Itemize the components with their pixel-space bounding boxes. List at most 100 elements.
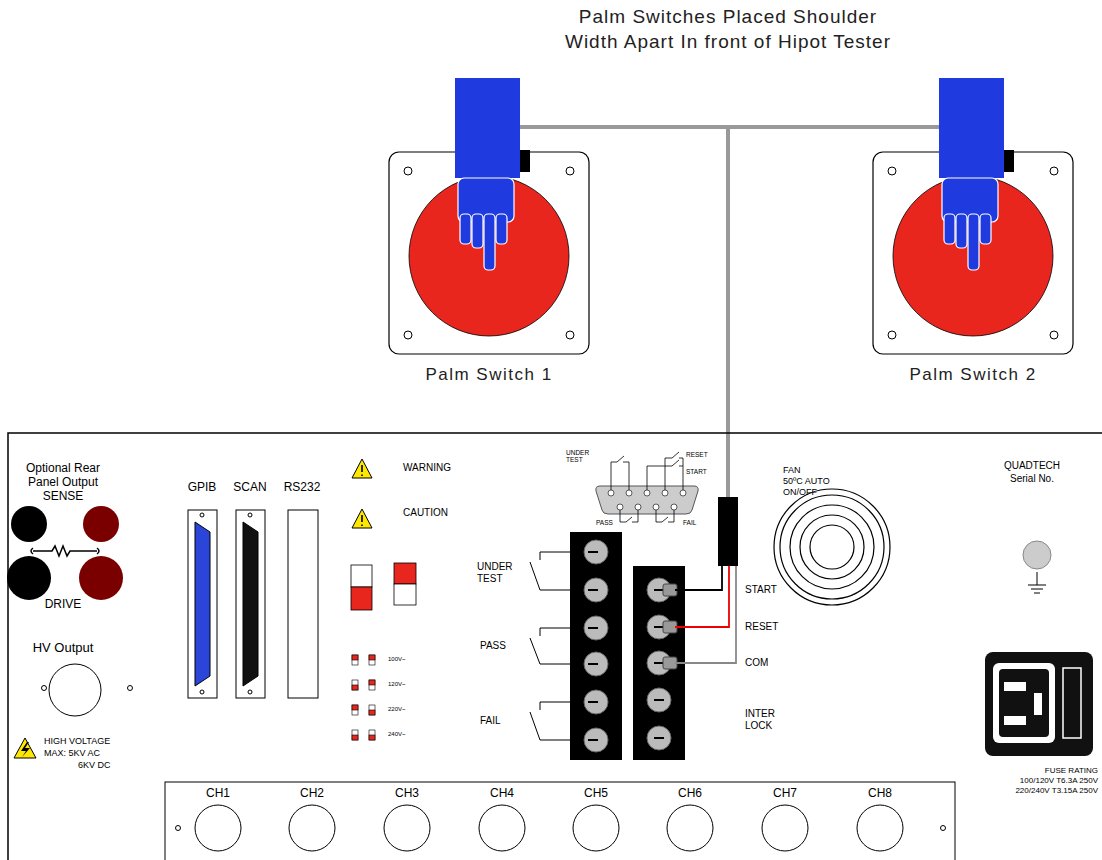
panel-label: FUSE RATING: [1045, 766, 1098, 775]
voltage-selector-switch: [351, 563, 416, 610]
fan-guard: [774, 489, 890, 605]
rs232-connector: [288, 510, 318, 698]
mounting-hole: [888, 331, 896, 339]
panel-outline: [8, 433, 1102, 860]
gpib-connector: [188, 510, 217, 698]
fan-guard: [800, 515, 864, 579]
panel-label: Optional Rear Panel Output: [18, 462, 108, 490]
terminal-label: START: [745, 584, 777, 596]
palm-button: [409, 176, 569, 336]
db9-connector: [653, 504, 659, 510]
hand: [980, 214, 991, 244]
db9-connector: [635, 504, 641, 510]
channel-strip: [165, 782, 955, 860]
switch-plate: [389, 152, 589, 354]
scan-connector: [236, 510, 265, 698]
db9-connector: [611, 452, 683, 522]
warning-symbol: [361, 515, 363, 526]
panel-label: CH3: [395, 787, 419, 801]
panel-label: CH8: [868, 787, 892, 801]
sense-drive-terminals: [79, 556, 123, 600]
wire: [675, 566, 722, 590]
panel-label: UNDER TEST: [566, 449, 596, 464]
panel-label: 240V~: [388, 731, 406, 738]
hand: [956, 214, 967, 248]
relay-contact-symbols: [530, 702, 570, 740]
dip-switches: [369, 680, 375, 685]
sense-drive-terminals: [7, 506, 123, 600]
dip-switches: [352, 685, 358, 690]
dip-switches: [369, 730, 375, 740]
node-shape: [872, 78, 1074, 356]
panel-label: 100V~: [388, 656, 406, 663]
panel-label: SENSE: [43, 490, 84, 504]
scan-connector: [236, 510, 265, 698]
channel-strip: [289, 805, 335, 851]
dip-switches: [352, 730, 358, 740]
dip-switches: [369, 705, 375, 715]
db9-connector: [596, 452, 698, 522]
screw-slot: [654, 737, 664, 739]
channel-strip: [762, 805, 808, 851]
output-terminal-block: [570, 532, 622, 760]
panel-label: 220/240V T3.15A 250V: [1015, 786, 1098, 795]
dip-switches: [369, 655, 375, 665]
hand: [942, 178, 998, 270]
hv-output-connector: [42, 664, 133, 716]
gpib-connector: [200, 513, 204, 517]
cable: [728, 127, 872, 566]
palm-switch: Palm Switch 2: [872, 78, 1074, 356]
palm-switch-drawing: [872, 78, 1073, 354]
db9-connector: [620, 510, 638, 522]
output-terminal-block: [588, 552, 598, 740]
cable-connector-body: [718, 497, 738, 566]
db9-connector: [608, 490, 614, 496]
scan-connector: [248, 513, 252, 517]
resistor-symbol: [31, 546, 99, 556]
dip-switches: [352, 655, 358, 660]
terminal-label: RESET: [745, 621, 778, 633]
channel-strip: [165, 782, 955, 860]
channel-strip: [384, 805, 430, 851]
db9-connector: [626, 490, 632, 496]
power-inlet: [999, 669, 1049, 737]
dip-switches: [352, 680, 358, 690]
panel-label: SCAN: [233, 481, 266, 495]
output-terminal-block: [584, 540, 608, 752]
db9-connector: [671, 504, 677, 510]
panel-label: 100/120V T6.3A 250V: [1020, 776, 1098, 785]
sense-drive-terminals: [7, 556, 51, 600]
relay-contact-symbols: [530, 552, 570, 740]
fan-guard: [810, 525, 854, 569]
panel-label: CH4: [490, 787, 514, 801]
arm: [939, 78, 1004, 178]
hand: [460, 214, 471, 244]
channel-strip: [195, 805, 241, 851]
resistor-symbol: [31, 546, 99, 556]
dip-switches: [369, 655, 375, 660]
panel-label: PASS: [596, 519, 613, 526]
power-inlet: [985, 652, 1093, 756]
db9-connector: [608, 490, 686, 510]
scan-connector: [248, 690, 252, 694]
switch-label: Palm Switch 1: [425, 365, 552, 385]
warning-symbol: [352, 459, 372, 478]
palm-button: [893, 176, 1053, 336]
channel-strip: [941, 826, 946, 831]
panel-label: DRIVE: [45, 598, 82, 612]
screw-slot: [654, 699, 664, 701]
mounting-hole: [1050, 331, 1058, 339]
dip-switches: [352, 705, 358, 715]
dip-switches: [352, 655, 375, 740]
voltage-selector-switch: [394, 563, 416, 584]
wire-lug: [663, 584, 677, 596]
panel-label: ON/OFF: [783, 487, 817, 497]
power-inlet: [1004, 716, 1026, 725]
mounting-hole: [888, 167, 896, 175]
db9-connector: [644, 490, 650, 496]
high-voltage-warning-symbol: [14, 738, 36, 758]
panel-label: CH2: [300, 787, 324, 801]
panel-label: RS232: [284, 481, 321, 495]
voltage-selector-switch: [351, 565, 372, 587]
dip-switches: [369, 710, 375, 715]
